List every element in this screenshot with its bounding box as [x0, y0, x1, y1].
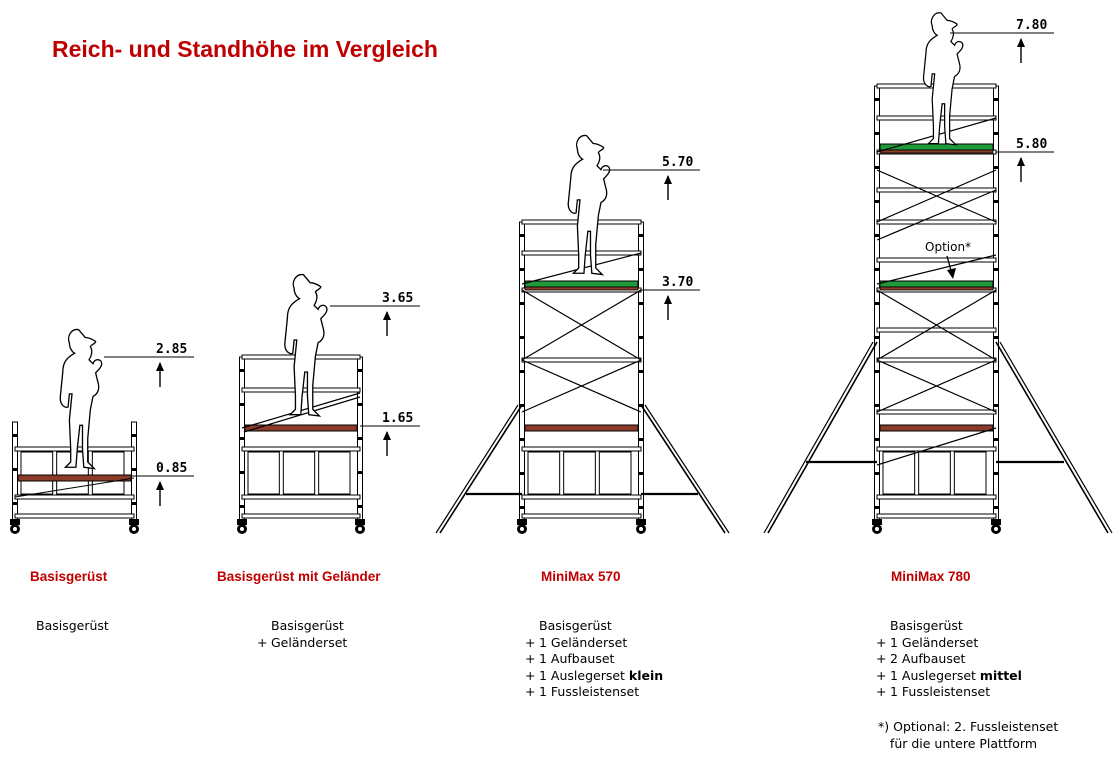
dimension-reach-label: 3.65 [382, 291, 413, 306]
person-silhouette-icon [567, 134, 611, 276]
option-label: Option* [925, 240, 971, 254]
config-name-minimax-780: MiniMax 780 [891, 569, 971, 584]
component-item: +1 Fussleistenset [525, 684, 640, 699]
dimension-stand-label: 3.70 [662, 275, 693, 290]
component-item: +1 Auslegerset mittel [876, 667, 1022, 683]
component-item: Basisgerüst [36, 618, 109, 633]
dimension-stand-label: 1.65 [382, 411, 413, 426]
component-list-basisgeruest: Basisgerüst [36, 618, 109, 635]
component-item: Basisgerüst [890, 618, 963, 633]
dimension-stand-label: 0.85 [156, 461, 187, 476]
component-list-minimax-570: Basisgerüst +1 Geländerset +1 Aufbauset … [525, 618, 663, 701]
footnote: *) Optional: 2. Fussleistenset für die u… [878, 718, 1058, 752]
dimension-reach-label: 5.70 [662, 155, 693, 170]
config-name-basisgeruest-gelaender: Basisgerüst mit Geländer [217, 569, 381, 584]
config-name-minimax-570: MiniMax 570 [541, 569, 621, 584]
footnote-line: *) Optional: 2. Fussleistenset [878, 719, 1059, 734]
scaffold-basisgeruest-gelaender: 3.65 1.65 [237, 273, 420, 534]
config-name-basisgeruest: Basisgerüst [30, 569, 108, 584]
scaffold-basisgeruest: 2.85 0.85 [10, 328, 194, 534]
dimension-reach-label: 2.85 [156, 342, 187, 357]
footnote-line: für die untere Plattform [878, 736, 1038, 751]
person-silhouette-icon [922, 12, 964, 146]
person-silhouette-icon [284, 273, 328, 417]
dimension-reach-label: 7.80 [1016, 18, 1047, 33]
scaffold-minimax-780: Option* 7.80 5.80 [763, 12, 1113, 534]
component-item: Basisgerüst [271, 618, 344, 633]
option-arrow-icon [947, 268, 956, 279]
dimension-stand-label: 5.80 [1016, 137, 1047, 152]
scaffold-minimax-570: 5.70 3.70 [435, 134, 730, 534]
page-title: Reich- und Standhöhe im Vergleich [52, 36, 438, 62]
component-item: +1 Geländerset [525, 634, 628, 650]
component-item: +1 Auslegerset klein [525, 667, 664, 683]
component-list-minimax-780: Basisgerüst +1 Geländerset +2 Aufbauset … [876, 618, 1022, 701]
component-item: +1 Fussleistenset [876, 684, 991, 699]
component-item: +1 Geländerset [876, 634, 979, 650]
component-item: +Geländerset [257, 634, 348, 650]
component-item: Basisgerüst [539, 618, 612, 633]
person-silhouette-icon [59, 328, 103, 470]
component-list-basisgeruest-gelaender: Basisgerüst +Geländerset [257, 618, 347, 651]
component-item: +1 Aufbauset [525, 651, 615, 666]
component-item: +2 Aufbauset [876, 651, 966, 666]
